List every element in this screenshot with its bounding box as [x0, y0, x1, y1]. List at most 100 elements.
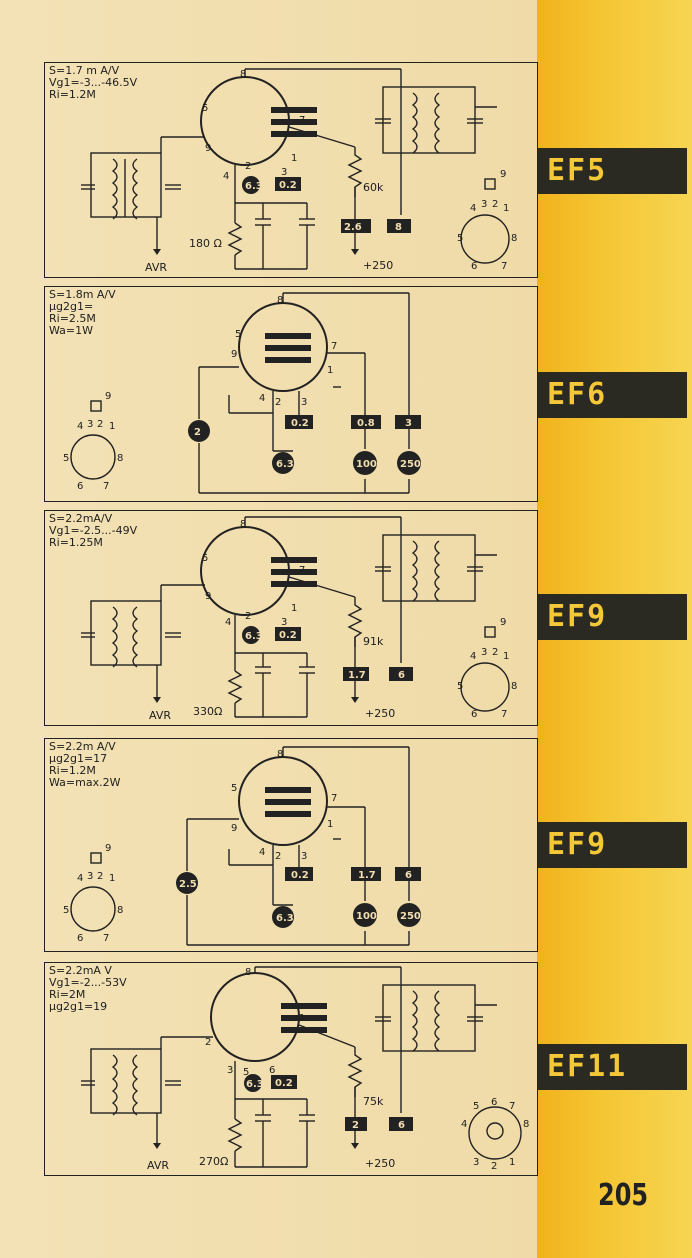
pin-label: 9 [231, 823, 237, 834]
pin-label: 9 [205, 591, 211, 602]
schematic-ef9-b: 2.5 6.3 0.2 1.7 6 100 250 8 5 9 7 4 2 3 … [63, 746, 421, 946]
screen-voltage: 100 [356, 911, 377, 922]
pin-label: 4 [225, 617, 231, 628]
pin-label: 7 [299, 565, 305, 576]
spec-line: μg2g1= [49, 300, 94, 313]
spec-block: S=1.8m A/V μg2g1= Ri=2.5M Wa=1W [49, 289, 116, 337]
base-pin: 7 [501, 261, 507, 272]
pin-label: 2 [275, 397, 281, 408]
pin-label: 8 [240, 519, 246, 530]
spec-line: S=2.2mA/V [49, 512, 113, 525]
heater-current: 0.2 [275, 1078, 293, 1089]
pin-label: 9 [231, 349, 237, 360]
spec-line: S=1.7 m A/V [49, 64, 120, 77]
spec-line: Ri=1.25M [49, 536, 103, 549]
panel-ef5: S=1.7 m A/V Vg1=-3...-46.5V Ri=1.2M [44, 62, 538, 278]
heater-voltage: 6.3 [245, 181, 263, 192]
spec-block: S=2.2mA/V Vg1=-2.5...-49V Ri=1.25M [49, 513, 137, 549]
base-mark: 9 [105, 843, 111, 854]
base-mark: 9 [500, 169, 506, 180]
pin-label: 4 [259, 847, 265, 858]
spec-line: Vg1=-2...-53V [49, 976, 127, 989]
base-pin: 4 [77, 421, 83, 432]
avr-label: AVR [149, 709, 171, 722]
base-pin: 3 [87, 419, 93, 430]
base-pin: 7 [103, 481, 109, 492]
tube-tab-ef9-b: EF9 [537, 822, 687, 868]
pin-label: 7 [331, 341, 337, 352]
screen-current: 2.6 [344, 222, 362, 233]
anode-current: 6 [398, 670, 405, 681]
pin-label: 1 [327, 819, 333, 830]
pin-label: 5 [202, 553, 208, 564]
pin-label: 1 [291, 603, 297, 614]
spec-line: μg2g1=19 [49, 1000, 108, 1013]
spec-line: Ri=1.2M [49, 88, 96, 101]
pin-label: 5 [243, 1067, 249, 1078]
anode-voltage: 250 [400, 911, 421, 922]
heater-current: 0.2 [279, 630, 297, 641]
pin-label: 4 [259, 393, 265, 404]
tube-tab-ef9-a: EF9 [537, 594, 687, 640]
schematic-ef11: 6.3 0.2 2 6 270Ω 75k +250 AVR 8 2 1 3 5 … [81, 966, 529, 1172]
heater-voltage: 6.3 [276, 459, 294, 470]
schematic-ef9-a: 6.3 0.2 1.7 6 330Ω 91k +250 AVR 8 5 9 7 … [81, 516, 517, 722]
base-pin: 8 [523, 1119, 529, 1130]
base-pin: 6 [491, 1097, 497, 1108]
pin-label: 6 [269, 1065, 275, 1076]
spec-line: S=2.2m A/V [49, 740, 116, 753]
pin-label: 5 [231, 783, 237, 794]
screen-current: 0.8 [357, 418, 375, 429]
base-pin: 7 [501, 709, 507, 720]
heater-voltage: 6.3 [245, 631, 263, 642]
screen-current: 1.7 [348, 670, 366, 681]
anode-current: 6 [398, 1120, 405, 1131]
base-pin: 4 [470, 651, 476, 662]
page-number: 205 [598, 1178, 649, 1213]
spec-line: Vg1=-2.5...-49V [49, 524, 138, 537]
base-pin: 3 [481, 199, 487, 210]
anode-current: 8 [395, 222, 402, 233]
base-mark: 9 [105, 391, 111, 402]
base-pin: 8 [117, 453, 123, 464]
heater-voltage: 6.3 [246, 1079, 264, 1090]
base-pin: 5 [63, 905, 69, 916]
pin-label: 7 [299, 115, 305, 126]
base-pin: 6 [471, 261, 477, 272]
base-pin: 4 [77, 873, 83, 884]
pin-label: 3 [301, 397, 307, 408]
grid-bias: 2.5 [179, 879, 197, 890]
pin-label: 1 [299, 1013, 305, 1024]
pin-label: 3 [281, 167, 287, 178]
pin-label: 8 [277, 749, 283, 760]
spec-line: Ri=2.5M [49, 312, 96, 325]
heater-current: 0.2 [279, 180, 297, 191]
base-pin: 5 [63, 453, 69, 464]
panel-ef6: S=1.8m A/V μg2g1= Ri=2.5M Wa=1W [44, 286, 538, 502]
tube-tab-ef6: EF6 [537, 372, 687, 418]
pin-label: 3 [227, 1065, 233, 1076]
base-pin: 1 [109, 873, 115, 884]
pin-label: 2 [245, 161, 251, 172]
spec-line: Ri=2M [49, 988, 86, 1001]
screen-current: 2 [352, 1120, 359, 1131]
screen-current: 1.7 [358, 870, 376, 881]
base-pin: 2 [492, 647, 498, 658]
base-pin: 2 [97, 871, 103, 882]
base-pin: 2 [492, 199, 498, 210]
screen-resistor-label: 75k [363, 1095, 384, 1108]
base-pin: 7 [509, 1101, 515, 1112]
heater-voltage: 6.3 [276, 913, 294, 924]
spec-block: S=1.7 m A/V Vg1=-3...-46.5V Ri=1.2M [49, 65, 137, 101]
pin-label: 7 [331, 793, 337, 804]
base-pin: 1 [509, 1157, 515, 1168]
base-pin: 5 [457, 233, 463, 244]
pin-label: 1 [327, 365, 333, 376]
base-pin: 1 [503, 203, 509, 214]
base-pin: 8 [511, 233, 517, 244]
pin-label: 8 [240, 69, 246, 80]
spec-line: S=2.2mA V [49, 964, 112, 977]
pin-label: 5 [202, 103, 208, 114]
base-pin: 6 [471, 709, 477, 720]
supply-label: +250 [365, 707, 395, 720]
